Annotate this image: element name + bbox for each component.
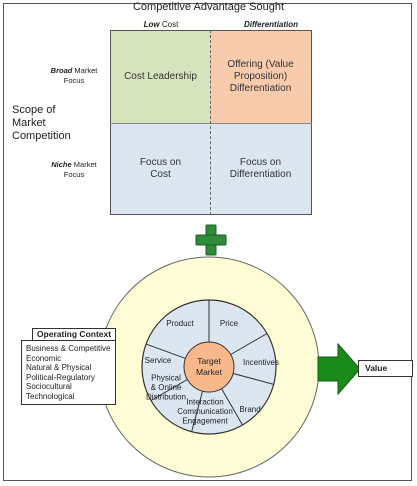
quadrant-cost-leadership: Cost Leadership	[110, 30, 210, 123]
segment-label-distribution: Physical	[151, 374, 181, 383]
segment-label-interaction: Interaction	[186, 398, 223, 407]
horizontal-divider	[110, 123, 312, 124]
center-label-line-2: Market	[196, 367, 223, 377]
column-header-low-cost: Low Cost	[143, 20, 179, 29]
target-market-circle	[183, 341, 235, 393]
context-item: Business & Competitive	[26, 344, 111, 353]
plus-icon	[195, 224, 227, 256]
segment-label-distribution: & Online	[151, 383, 182, 392]
column-header-differentiation: Differentiation	[243, 20, 299, 29]
vertical-divider	[210, 30, 211, 215]
value-arrow-icon	[317, 342, 361, 396]
context-item: Sociocultural	[26, 382, 72, 391]
segment-label-product: Product	[166, 319, 194, 328]
segment-label-interaction: Communication	[177, 407, 233, 416]
context-item: Technological	[26, 391, 75, 401]
wheel-spoke	[221, 388, 243, 426]
context-item: Political-Regulatory	[26, 372, 95, 382]
segment-label-service: Service	[145, 356, 172, 365]
segment-label-interaction: Engagement	[182, 417, 228, 426]
wheel-spoke	[145, 343, 186, 359]
segment-label-brand: Brand	[239, 405, 260, 414]
context-item: Economic	[26, 353, 62, 363]
center-label-line-1: Target	[197, 356, 221, 366]
wheel-spoke	[191, 391, 204, 432]
operating-context-list: Business & Competitive Economic Natural …	[21, 340, 116, 405]
segment-label-incentives: Incentives	[243, 358, 279, 367]
diagram-title: Competitive Advantage Sought	[132, 1, 285, 13]
wheel-spoke	[150, 379, 188, 401]
segment-label-distribution: Distribution	[146, 393, 186, 402]
context-item: Natural & Physical	[26, 363, 92, 372]
quadrant-differentiation: Offering (Value Proposition) Differentia…	[210, 30, 312, 123]
operating-context-title: Operating Context	[32, 328, 116, 341]
scope-label: Scope of Market Competition	[12, 104, 71, 142]
segment-label-price: Price	[220, 319, 239, 328]
wheel-spoke	[233, 372, 274, 385]
wheel-spoke	[230, 333, 268, 355]
wheel-spokes	[145, 300, 274, 432]
value-label: Value	[358, 360, 413, 377]
